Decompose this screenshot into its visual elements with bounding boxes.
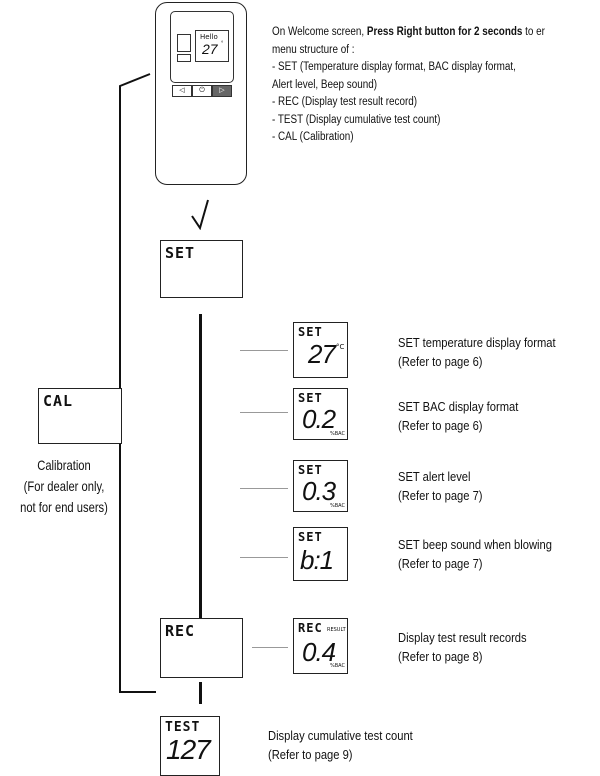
- set-alert-screen: SET 0.3 %BAC: [293, 460, 348, 512]
- device-indicator-top: [177, 34, 191, 52]
- intro-line-4: Alert level, Beep sound): [272, 78, 378, 91]
- set-temp-label: SET: [298, 325, 323, 339]
- set-menu-box: SET: [160, 240, 243, 298]
- cal-menu-box: CAL: [38, 388, 122, 444]
- set-beep-label: SET: [298, 530, 323, 544]
- set-beep-value: b:1: [300, 545, 334, 575]
- set-bac-desc: SET BAC display format (Refer to page 6): [398, 399, 519, 433]
- device-lcd: Hello 27 °: [195, 30, 229, 62]
- rec-desc: Display test result records (Refer to pa…: [398, 630, 527, 664]
- set-beep-screen: SET b:1: [293, 527, 348, 581]
- connector-set-4: [240, 557, 288, 558]
- cal-caption: Calibration (For dealer only, not for en…: [20, 457, 108, 515]
- set-menu-label: SET: [165, 244, 196, 262]
- device-power-button[interactable]: ⏻: [192, 85, 212, 97]
- rec-menu-label: REC: [165, 622, 196, 640]
- device-illustration: Hello 27 ° ◁ ⏻ ▷: [155, 2, 247, 185]
- test-menu-label: TEST: [165, 720, 201, 735]
- menu-spine: [199, 314, 202, 620]
- connector-rec: [252, 647, 288, 648]
- set-alert-value: 0.3: [302, 476, 336, 506]
- device-hello-text: Hello: [200, 33, 218, 41]
- intro-line-2: menu structure of :: [272, 43, 355, 56]
- flow-arrow-down: [191, 199, 209, 230]
- set-beep-desc: SET beep sound when blowing (Refer to pa…: [398, 537, 552, 571]
- set-alert-unit: %BAC: [330, 503, 346, 509]
- rec-result-unit: %BAC: [330, 663, 346, 669]
- intro-line-1: On Welcome screen, Press Right button fo…: [272, 26, 545, 38]
- test-count-value: 127: [166, 734, 211, 765]
- set-alert-label: SET: [298, 463, 323, 477]
- rec-menu-box: REC: [160, 618, 243, 678]
- device-temp-value: 27: [202, 41, 218, 57]
- set-bac-screen: SET 0.2 %BAC: [293, 388, 348, 440]
- set-temp-unit: °C: [336, 343, 345, 351]
- intro-text: On Welcome screen, Press Right button fo…: [272, 24, 545, 147]
- rec-result-screen: REC RESULT 0.4 %BAC: [293, 618, 348, 674]
- device-indicator-bottom: [177, 54, 191, 62]
- connector-set-1: [240, 350, 288, 351]
- connector-set-3: [240, 488, 288, 489]
- intro-line-3: - SET (Temperature display format, BAC d…: [272, 61, 516, 73]
- device-screen: Hello 27 °: [170, 11, 234, 83]
- intro-line-7: - CAL (Calibration): [272, 131, 354, 143]
- set-bac-unit: %BAC: [330, 431, 346, 437]
- test-desc: Display cumulative test count (Refer to …: [268, 728, 413, 762]
- rec-result-value: 0.4: [302, 637, 336, 667]
- loop-back-bracket: [119, 73, 156, 693]
- cal-menu-label: CAL: [43, 392, 74, 410]
- device-button-row: ◁ ⏻ ▷: [170, 85, 232, 97]
- rec-result-label: REC: [298, 621, 323, 635]
- set-temp-desc: SET temperature display format (Refer to…: [398, 335, 556, 369]
- device-right-button[interactable]: ▷: [212, 85, 232, 97]
- intro-line-6: - TEST (Display cumulative test count): [272, 113, 441, 126]
- set-bac-label: SET: [298, 391, 323, 405]
- set-bac-value: 0.2: [302, 404, 336, 434]
- set-temp-screen: SET 27 °C: [293, 322, 348, 378]
- device-left-button[interactable]: ◁: [172, 85, 192, 97]
- rec-result-tag: RESULT: [327, 627, 346, 633]
- rec-to-test-line: [199, 682, 202, 704]
- connector-set-2: [240, 412, 288, 413]
- device-temp-unit: °: [221, 41, 224, 47]
- intro-line-5: - REC (Display test result record): [272, 96, 418, 108]
- set-alert-desc: SET alert level (Refer to page 7): [398, 469, 483, 503]
- test-menu-box: TEST 127: [160, 716, 220, 776]
- set-temp-value: 27: [308, 339, 336, 369]
